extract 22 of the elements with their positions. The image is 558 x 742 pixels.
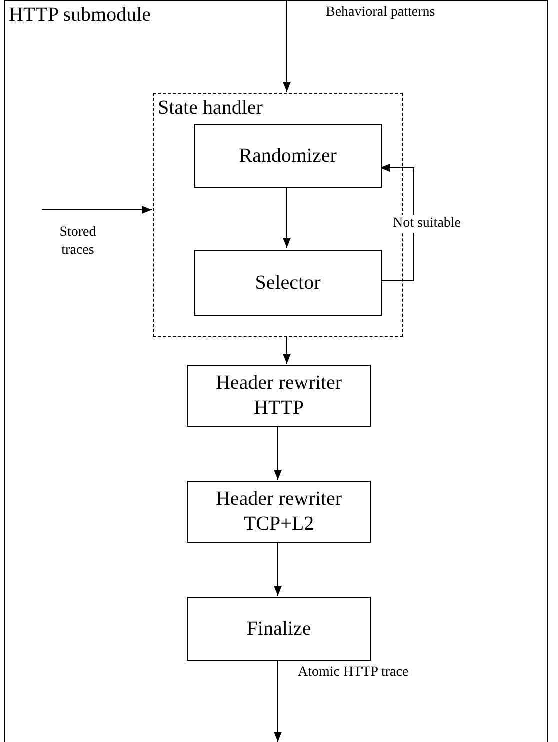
box-label: Header rewriter (216, 371, 342, 396)
process-box (194, 124, 382, 188)
module-frame (4, 0, 548, 742)
process-box (187, 365, 371, 427)
arrow (274, 542, 282, 596)
box-label: Finalize (246, 616, 312, 642)
process-box (187, 597, 371, 661)
process-box (194, 250, 382, 316)
arrow (274, 426, 282, 480)
box-label: Selector (255, 270, 321, 296)
box-label: HTTP (254, 396, 304, 421)
group-title: State handler (158, 96, 263, 121)
group-title: HTTP submodule (9, 3, 152, 28)
arrow (283, 186, 291, 248)
box-label: Randomizer (239, 144, 337, 168)
arrow (283, 0, 291, 92)
box-label: Header rewriter (216, 487, 342, 512)
arrow (274, 660, 282, 742)
arrow (42, 206, 152, 214)
process-box (187, 481, 371, 543)
box-label: TCP+L2 (244, 512, 314, 537)
arrow (283, 336, 291, 364)
